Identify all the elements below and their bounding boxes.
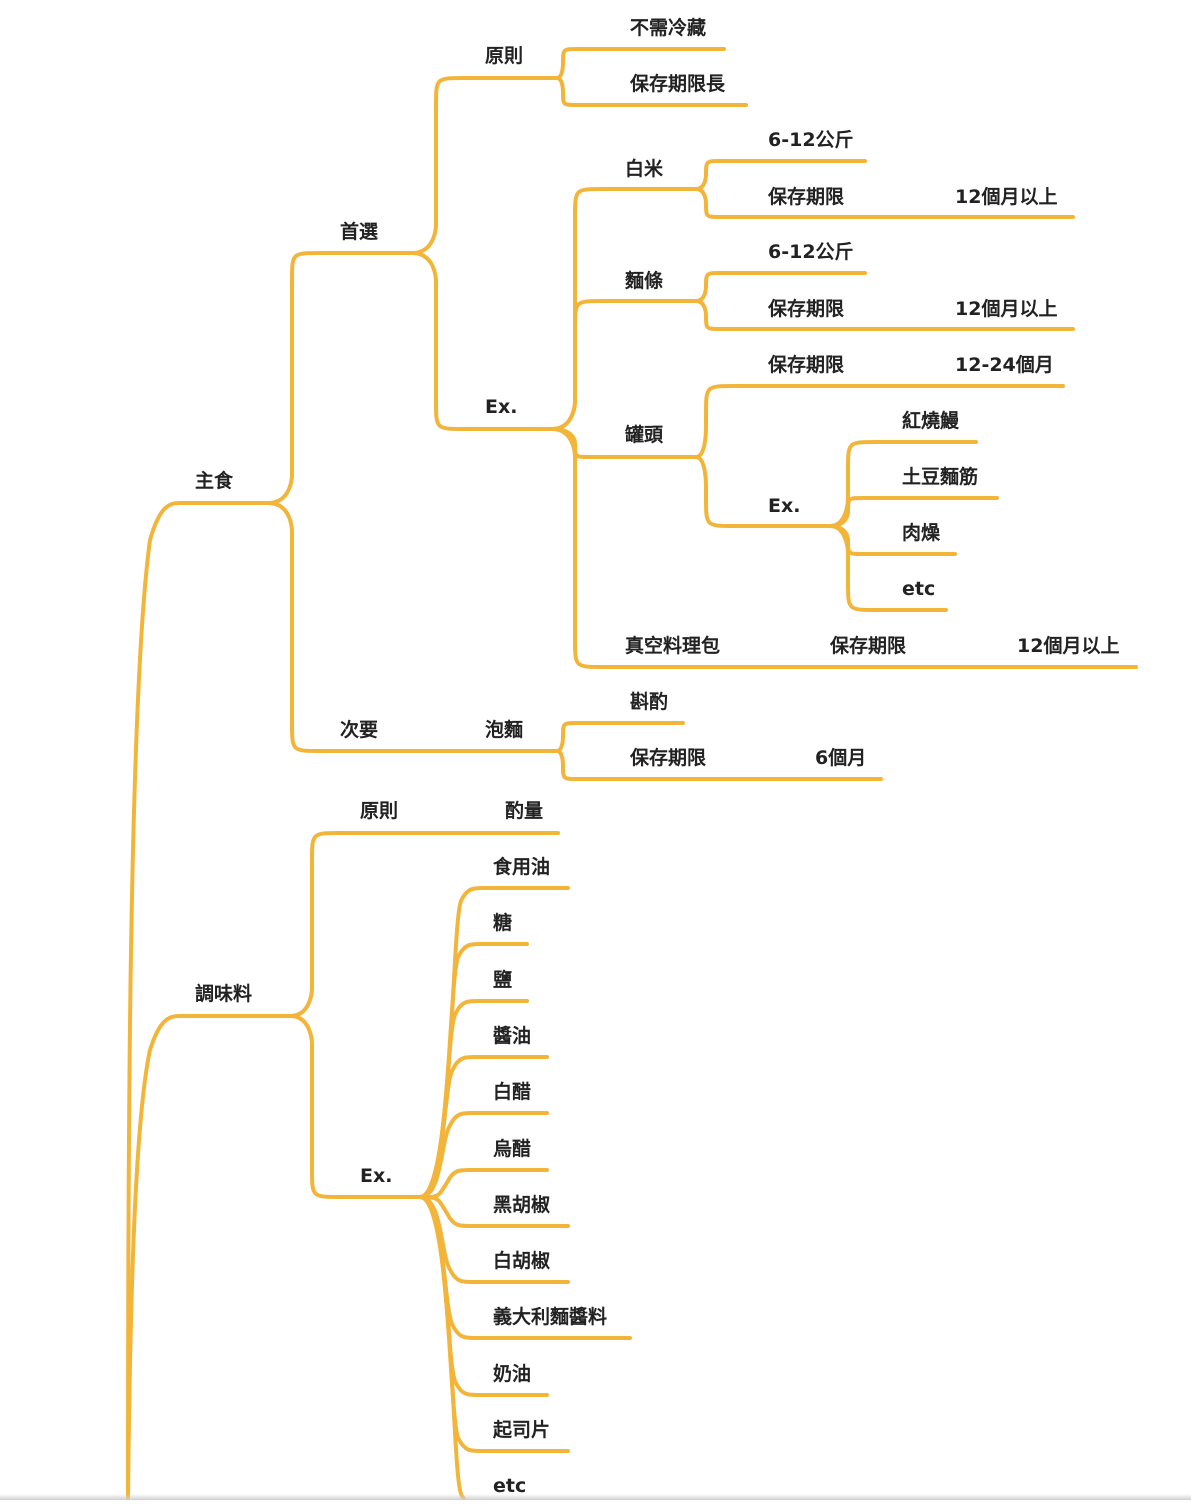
node-seasoning-item[interactable]: 鹽 bbox=[493, 968, 513, 991]
node-seasoning-item[interactable]: 烏醋 bbox=[493, 1137, 532, 1160]
node-canned[interactable]: 罐頭 bbox=[625, 424, 664, 446]
node-principle[interactable]: 原則 bbox=[485, 45, 524, 67]
connector-line bbox=[410, 251, 470, 431]
seasoning-item-connector bbox=[418, 1055, 549, 1199]
connector-line bbox=[126, 501, 182, 1502]
node-canned-item[interactable]: 肉燥 bbox=[902, 522, 941, 544]
node-canned-item[interactable]: 紅燒鰻 bbox=[902, 410, 960, 432]
node-seasoning-item[interactable]: 白醋 bbox=[493, 1081, 532, 1104]
connector-line bbox=[126, 1014, 182, 1502]
node-retort-pouch[interactable]: 真空料理包 bbox=[625, 635, 721, 657]
node-seasoning-examples[interactable]: Ex. bbox=[360, 1165, 393, 1187]
connector-line bbox=[410, 76, 470, 255]
node-noodles[interactable]: 麵條 bbox=[625, 270, 664, 292]
node-seasoning-item[interactable]: 醬油 bbox=[493, 1024, 532, 1047]
connector-line bbox=[828, 440, 888, 528]
connector-line bbox=[550, 427, 610, 459]
node-no-refrigeration[interactable]: 不需冷藏 bbox=[630, 17, 707, 39]
connector-line bbox=[550, 299, 610, 431]
node-seasoning-item[interactable]: 黑胡椒 bbox=[493, 1193, 551, 1216]
node-secondary[interactable]: 次要 bbox=[340, 719, 379, 741]
connector-line bbox=[694, 299, 754, 331]
node-canned-examples[interactable]: Ex. bbox=[768, 495, 801, 517]
connector-line bbox=[266, 501, 324, 753]
connector-line bbox=[266, 251, 324, 505]
node-retort-shelf-label[interactable]: 保存期限 bbox=[830, 635, 907, 657]
node-instant-noodles[interactable]: 泡麵 bbox=[485, 719, 524, 741]
connector-line bbox=[288, 1014, 346, 1199]
connector-line bbox=[288, 831, 346, 1018]
node-long-shelf-life[interactable]: 保存期限長 bbox=[630, 73, 726, 95]
node-rice[interactable]: 白米 bbox=[625, 158, 664, 180]
connector-line bbox=[555, 76, 614, 107]
node-seasoning-principle[interactable]: 原則 bbox=[360, 800, 399, 822]
node-rice-shelf-label[interactable]: 保存期限 bbox=[768, 186, 845, 208]
node-seasoning-item[interactable]: etc bbox=[493, 1475, 527, 1498]
node-instant-noodles-shelf-label[interactable]: 保存期限 bbox=[630, 747, 707, 769]
node-canned-item[interactable]: etc bbox=[902, 578, 936, 600]
connector-line bbox=[550, 187, 610, 431]
connector-line bbox=[694, 187, 754, 219]
node-seasoning-item[interactable]: 奶油 bbox=[493, 1362, 532, 1385]
node-seasoning-item[interactable]: 起司片 bbox=[493, 1419, 551, 1441]
node-instant-noodles-shelf-value[interactable]: 6個月 bbox=[815, 747, 867, 769]
node-noodles-shelf-label[interactable]: 保存期限 bbox=[768, 298, 845, 320]
connector-line bbox=[555, 721, 614, 753]
node-canned-shelf-label[interactable]: 保存期限 bbox=[768, 354, 845, 376]
node-seasoning-item[interactable]: 義大利麵醬料 bbox=[493, 1306, 608, 1329]
node-staple[interactable]: 主食 bbox=[195, 470, 234, 492]
connector-line bbox=[694, 159, 754, 191]
connector-line bbox=[555, 47, 614, 80]
node-preferred[interactable]: 首選 bbox=[340, 221, 379, 243]
node-canned-shelf-value[interactable]: 12-24個月 bbox=[955, 354, 1054, 376]
connector-line bbox=[694, 271, 754, 303]
node-rice-weight[interactable]: 6-12公斤 bbox=[768, 129, 854, 151]
node-seasoning-item[interactable]: 食用油 bbox=[493, 856, 551, 878]
node-canned-item[interactable]: 土豆麵筋 bbox=[902, 466, 979, 488]
node-retort-shelf-value[interactable]: 12個月以上 bbox=[1017, 635, 1120, 657]
node-noodles-weight[interactable]: 6-12公斤 bbox=[768, 241, 854, 263]
seasoning-item-connector bbox=[418, 1195, 570, 1228]
node-noodles-shelf-value[interactable]: 12個月以上 bbox=[955, 298, 1058, 320]
node-rice-shelf-value[interactable]: 12個月以上 bbox=[955, 186, 1058, 208]
connector-line bbox=[550, 427, 610, 669]
node-seasoning[interactable]: 調味料 bbox=[195, 983, 253, 1005]
connector-line bbox=[694, 455, 754, 528]
node-examples[interactable]: Ex. bbox=[485, 396, 518, 418]
connector-line bbox=[694, 384, 754, 459]
seasoning-item-connector bbox=[418, 1111, 549, 1199]
seasoning-item-connector bbox=[418, 1195, 473, 1504]
node-instant-noodles-note[interactable]: 斟酌 bbox=[630, 691, 669, 713]
connector-line bbox=[828, 524, 888, 612]
node-seasoning-item[interactable]: 白胡椒 bbox=[493, 1250, 551, 1273]
connector-line bbox=[555, 749, 614, 781]
node-seasoning-principle-value[interactable]: 酌量 bbox=[505, 800, 544, 822]
bottom-edge-shadow bbox=[0, 1494, 1191, 1500]
node-seasoning-item[interactable]: 糖 bbox=[493, 912, 513, 935]
connector-line bbox=[828, 496, 888, 528]
